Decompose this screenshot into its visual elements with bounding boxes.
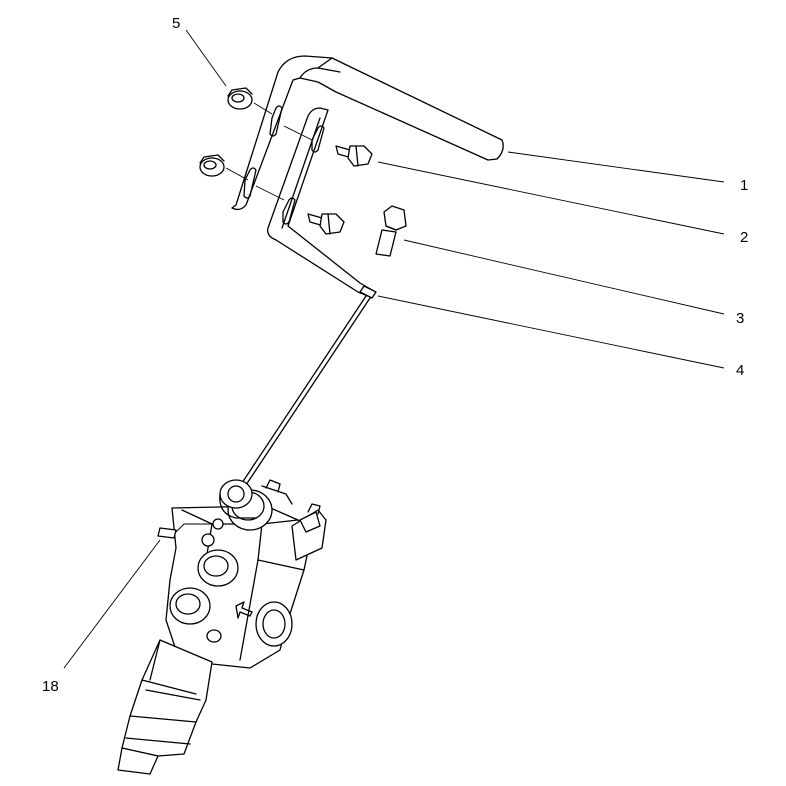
callout-4: 4 xyxy=(736,362,744,379)
link-rod xyxy=(235,285,377,495)
control-valve xyxy=(117,479,327,775)
callout-2: 2 xyxy=(740,229,748,246)
callout-5: 5 xyxy=(172,15,180,32)
pin-part-3 xyxy=(375,205,407,257)
bracket-part-1 xyxy=(225,55,504,297)
bolt-upper xyxy=(335,145,373,167)
flange-nut-upper xyxy=(227,87,253,110)
callout-3: 3 xyxy=(736,310,744,327)
leader-lines xyxy=(63,29,725,669)
part-18 xyxy=(157,523,212,539)
flange-nut-lower xyxy=(199,154,225,177)
callout-1: 1 xyxy=(740,177,748,194)
bolt-lower xyxy=(307,213,345,235)
callout-18: 18 xyxy=(42,678,59,695)
